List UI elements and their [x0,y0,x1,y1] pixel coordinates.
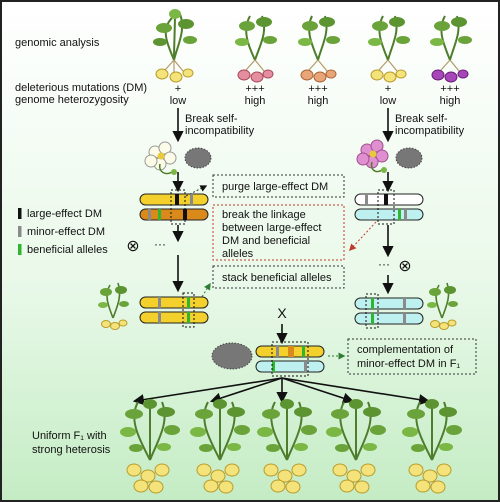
seed-pile-f1 [211,342,253,370]
seed-pile-left [184,147,212,169]
chromosome-pair-left-top [139,189,209,225]
col3-het: high [308,95,329,107]
legend-beneficial-label: beneficial alleles [27,244,108,256]
legend: large-effect DM minor-effect DM benefici… [18,208,108,256]
f1-plants [120,399,462,494]
fanout-arrows [132,377,431,406]
box-break-linkage: break the linkage between large-effect D… [212,204,345,261]
break-left-line1: Break self- [185,113,238,125]
plant-mid-right [427,282,458,330]
f1-plant-3 [257,399,317,494]
plant-mid-left [98,282,129,330]
break-left-line2: incompatibility [185,125,255,137]
legend-swatch-minor [18,226,22,237]
col4-dm: + [385,83,391,95]
plant-orange-tubers [298,15,340,83]
box-stack: stack beneficial alleles [212,265,345,289]
legend-swatch-beneficial [18,244,22,255]
purge-text: purge large-effect DM [222,181,328,193]
box-purge: purge large-effect DM [212,174,345,198]
column-values: + low +++ high +++ high + low +++ high [170,83,461,107]
cross-symbol: X [277,305,287,321]
linkage-line3: DM and beneficial [222,235,310,247]
legend-minor-label: minor-effect DM [27,226,105,238]
arrow-to-stack [199,282,211,301]
chromosome-pair-right-top [354,189,424,225]
plant-yellow-tubers-2 [368,15,410,83]
legend-swatch-large [18,208,22,219]
box-complementation: complementation of minor-effect DM in F₁ [347,338,477,375]
chromosome-pair-right-mid [354,293,424,329]
stack-text: stack beneficial alleles [222,272,332,284]
label-deleterious-mutations: deleterious mutations (DM) [15,82,147,94]
col2-dm: +++ [245,83,264,95]
col2-het: high [245,95,266,107]
plant-purple-tubers [430,15,472,83]
flower-right [356,139,389,173]
flower-left [144,141,177,175]
legend-large-label: large-effect DM [27,208,102,220]
f1-plant-2 [190,399,250,494]
complementation-line2: minor-effect DM in F₁ [357,358,460,370]
seed-pile-right [395,147,423,169]
self-symbol-left: ⊗ [126,238,139,255]
result-line2: strong heterosis [32,444,111,456]
self-symbol-right: ⊗ [398,258,411,275]
col1-dm: + [175,83,181,95]
col5-het: high [440,95,461,107]
dots-right: ··· [378,257,390,271]
chromosome-pair-f1 [255,341,325,377]
linkage-line2: between large-effect [222,222,321,234]
break-right-line1: Break self- [395,113,448,125]
f1-plant-1 [120,399,180,494]
result-line1: Uniform F₁ with [32,430,107,442]
label-genome-heterozygosity: genome heterozygosity [15,94,129,106]
col1-het: low [170,95,187,107]
col5-dm: +++ [440,83,459,95]
col4-het: low [380,95,397,107]
col3-dm: +++ [308,83,327,95]
complementation-line1: complementation of [357,344,454,356]
linkage-line4: alleles [222,248,254,260]
label-genomic-analysis: genomic analysis [15,37,100,49]
plant-yellow-tubers-1 [153,9,197,83]
f1-plant-4 [326,399,386,494]
f1-plant-5 [402,399,462,494]
top-plants [153,9,472,83]
break-right-line2: incompatibility [395,125,465,137]
plant-red-tubers-1 [235,15,277,83]
linkage-line1: break the linkage [222,209,306,221]
dots-left: ··· [154,237,166,251]
chromosome-pair-left-mid [139,292,209,328]
